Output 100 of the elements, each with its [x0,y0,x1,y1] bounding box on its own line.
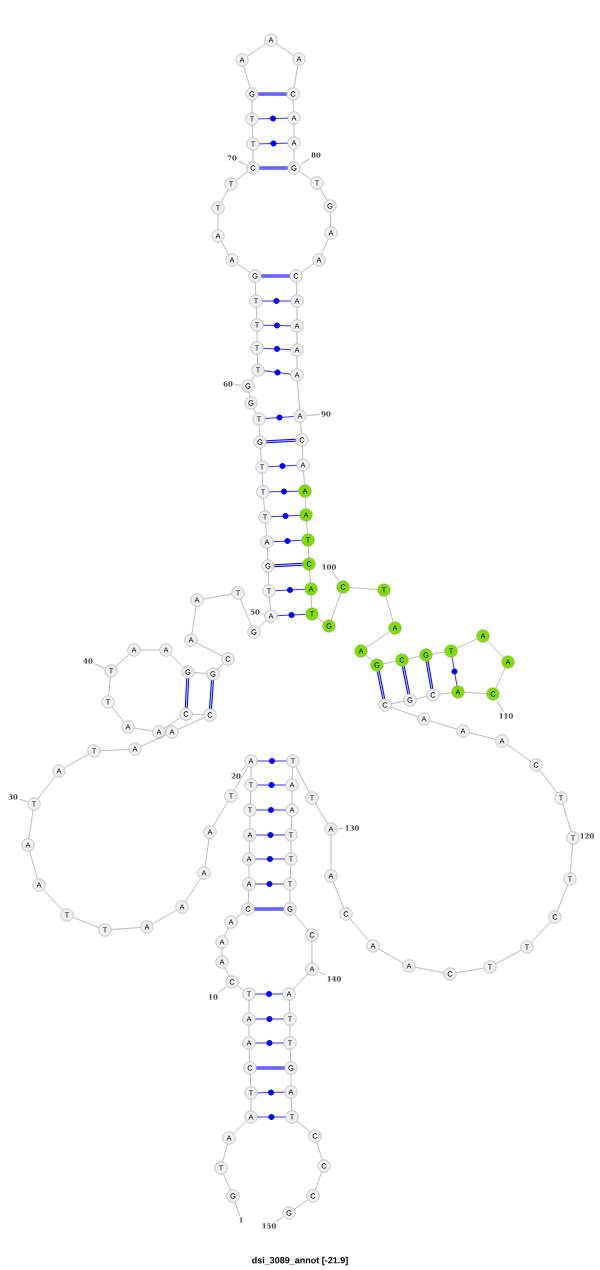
title: dsi_3089_annot [-21.9] [252,1256,348,1266]
backbone-line [456,638,478,649]
backbone-line [487,640,504,658]
backbone-line [292,100,295,112]
backbone-line [289,890,291,903]
base-pair-line [255,881,284,887]
backbone-line [111,927,141,930]
backbone-line [254,282,257,295]
backbone-line [235,912,244,919]
backbone-line [261,473,264,486]
backbone-line [311,941,313,963]
backbone-line [310,595,313,608]
backbone-line [429,720,458,730]
backbone-line [233,766,249,791]
backbone-line [252,150,254,162]
backbone-line [28,810,34,839]
backbone-line [301,263,314,273]
backbone-line [258,425,261,436]
backbone-line [253,408,257,414]
backbone-line [365,654,373,662]
base-pair-line [255,1016,284,1022]
base-pair-line [264,369,291,376]
backbone-line [290,1074,292,1086]
base-pair-line [259,166,288,170]
backbone-line [295,766,310,793]
backbone-line [300,422,302,434]
backbone-line [191,606,197,634]
base-pair-line [258,115,288,122]
backbone-line [223,1173,231,1191]
backbone-line [266,548,269,560]
backbone-line [251,100,253,113]
backbone-line [140,649,160,651]
backbone-line [192,714,204,716]
backbone-line [293,913,309,931]
backbone-line [29,850,38,880]
base-pair-line [266,438,296,444]
backbone-line [349,918,370,942]
base-pair-line [263,322,291,329]
base-pair-line [275,587,305,593]
base-pair-line [254,907,284,911]
backbone-line [108,677,111,696]
base-pair-line [451,656,458,687]
backbone-line [263,498,265,511]
base-pair-line [401,665,411,695]
backbone-line [383,661,396,665]
backbone-line [217,663,224,670]
backbone-line [251,125,254,138]
backbone-line [495,949,522,965]
backbone-line [289,865,292,878]
backbone-line [152,909,177,925]
backbone-line [333,881,344,909]
base-pair-line [259,140,288,147]
backbone-line [248,1025,250,1037]
backbone-line [233,1121,247,1134]
backbone-line [111,706,125,723]
backbone-line [366,631,390,648]
base-pair-line [268,463,297,469]
backbone-line [349,587,378,590]
backbone-line [385,595,394,623]
base-pair-line [255,991,283,997]
backbone-line [247,43,266,57]
backbone-line [291,791,293,804]
backbone-line [329,212,332,227]
backbone-line [240,598,252,627]
backbone-line [249,1074,252,1087]
base-pair-line [257,782,286,788]
backbone-line [185,878,201,902]
backbone-line [316,617,325,623]
backbone-line [309,570,311,583]
backbone-line [289,1025,291,1037]
base-pair-line [425,660,434,690]
backbone-line [316,1141,323,1161]
backbone-line [570,844,573,873]
base-pair-line [271,513,300,519]
backbone-line [248,392,251,397]
base-pair-line [255,1040,284,1046]
backbone-line [432,651,445,655]
backbone-line [248,865,250,878]
backbone-line [203,593,232,600]
base-pair-line [265,414,294,421]
base-pair-line [269,488,299,495]
backbone-line [237,263,250,273]
base-pair-line [261,274,290,278]
backbone-line [290,1098,293,1111]
backbone-line [221,948,223,956]
backbone-line [290,841,292,853]
backbone-line [224,927,229,937]
backbone-line [276,43,294,56]
base-pair-line [262,298,291,304]
backbone-line [37,775,56,800]
backbone-line [164,717,181,729]
backbone-line [248,1049,251,1062]
base-pair-line [258,92,287,96]
backbone-line [269,597,271,610]
base-pair-line [263,346,291,352]
backbone-line [196,642,223,657]
backbone-line [249,816,251,829]
backbone-line [288,1000,291,1013]
backbone-line [260,448,262,461]
backbone-line [456,967,484,974]
